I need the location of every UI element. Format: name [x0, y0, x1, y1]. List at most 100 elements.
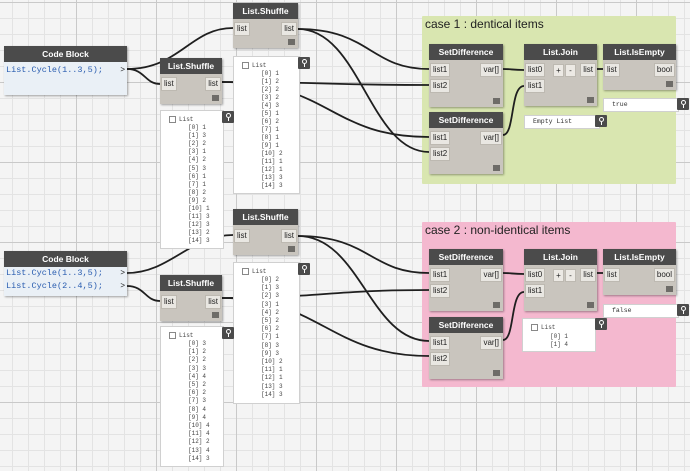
input-port-list2[interactable]: list2	[430, 284, 451, 298]
wire	[297, 235, 430, 342]
watch-item: [0] 1	[261, 70, 280, 77]
lacing-indicator[interactable]	[212, 312, 219, 318]
input-port-list1[interactable]: list1	[430, 336, 451, 350]
wire	[297, 235, 430, 274]
list-shuffle-node[interactable]: List.Shuffle list list	[160, 58, 222, 104]
pin-icon[interactable]	[677, 304, 689, 316]
input-port-list[interactable]: list	[161, 77, 177, 91]
set-difference-node[interactable]: SetDifference list1 list2 var[]	[429, 249, 503, 311]
pin-icon[interactable]	[222, 327, 234, 339]
input-port-list2[interactable]: list2	[430, 352, 451, 366]
output-port[interactable]: >	[120, 281, 125, 290]
input-port-list1[interactable]: list1	[430, 268, 451, 282]
list-isempty-node[interactable]: List.IsEmpty list bool	[603, 249, 676, 295]
input-port-list1[interactable]: list1	[430, 63, 451, 77]
output-port-list[interactable]: list	[580, 63, 596, 77]
output-port-var[interactable]: var[]	[480, 131, 502, 145]
watch-list-join-case2[interactable]: List [0] 1[1] 4	[522, 318, 596, 352]
pin-icon[interactable]	[298, 263, 310, 275]
wire	[297, 28, 430, 70]
node-title: SetDifference	[429, 317, 503, 333]
add-input-button[interactable]: +	[553, 64, 564, 77]
output-port-bool[interactable]: bool	[653, 63, 675, 77]
collapse-box-icon[interactable]	[169, 116, 176, 123]
pin-icon[interactable]	[595, 115, 607, 127]
input-port-list2[interactable]: list2	[430, 147, 451, 161]
lacing-indicator[interactable]	[493, 370, 500, 376]
pin-icon[interactable]	[677, 98, 689, 110]
list-shuffle-node[interactable]: List.Shuffle list list	[233, 209, 298, 255]
code-line[interactable]: List.Cycle(1..3,5);	[6, 65, 103, 75]
watch-item: [9] 1	[261, 142, 280, 149]
lacing-indicator[interactable]	[666, 81, 673, 87]
wire	[126, 285, 161, 302]
node-title: List.IsEmpty	[603, 249, 676, 265]
collapse-box-icon[interactable]	[531, 324, 538, 331]
watch-item: [8] 4	[188, 405, 207, 413]
input-port-list2[interactable]: list2	[430, 79, 451, 93]
lacing-indicator[interactable]	[493, 98, 500, 104]
input-port-list[interactable]: list	[161, 295, 177, 309]
set-difference-node[interactable]: SetDifference list1 list2 var[]	[429, 112, 503, 174]
input-port-list1[interactable]: list1	[525, 284, 546, 298]
list-shuffle-node[interactable]: List.Shuffle list list	[160, 275, 222, 321]
pin-icon[interactable]	[222, 111, 234, 123]
lacing-indicator[interactable]	[212, 95, 219, 101]
collapse-box-icon[interactable]	[242, 268, 249, 275]
code-editor[interactable]: List.Cycle(1..3,5); List.Cycle(2..4,5); …	[4, 267, 127, 296]
lacing-indicator[interactable]	[288, 246, 295, 252]
watch-list-shuffle-bottom-case1[interactable]: List [0] 1[1] 3[2] 2[3] 1[4] 2[5] 3[6] 1…	[160, 110, 224, 249]
lacing-indicator[interactable]	[493, 165, 500, 171]
input-port-list[interactable]: list	[234, 22, 250, 36]
output-port-list[interactable]: list	[205, 295, 221, 309]
lacing-indicator[interactable]	[288, 39, 295, 45]
code-editor[interactable]: List.Cycle(1..3,5); >	[4, 62, 127, 95]
input-port-list[interactable]: list	[604, 63, 620, 77]
output-port-var[interactable]: var[]	[480, 268, 502, 282]
output-port-list[interactable]: list	[580, 268, 596, 282]
collapse-box-icon[interactable]	[169, 332, 176, 339]
input-port-list0[interactable]: list0	[525, 63, 546, 77]
code-line[interactable]: List.Cycle(2..4,5);	[6, 281, 103, 291]
input-port-list0[interactable]: list0	[525, 268, 546, 282]
node-title: List.Join	[524, 249, 597, 265]
code-block-node-2[interactable]: Code Block List.Cycle(1..3,5); List.Cycl…	[4, 251, 127, 296]
input-port-list[interactable]: list	[604, 268, 620, 282]
output-port-list[interactable]: list	[281, 22, 297, 36]
input-port-list1[interactable]: list1	[525, 79, 546, 93]
output-port-bool[interactable]: bool	[653, 268, 675, 282]
output-port[interactable]: >	[120, 268, 125, 277]
list-shuffle-node[interactable]: List.Shuffle list list	[233, 3, 298, 48]
watch-list-shuffle-bottom-case2[interactable]: List [0] 3[1] 2[2] 2[3] 3[4] 4[5] 2[6] 2…	[160, 326, 224, 467]
list-join-node[interactable]: List.Join list0 list1 + - list	[524, 44, 597, 106]
lacing-indicator[interactable]	[587, 97, 594, 103]
node-title: List.Join	[524, 44, 597, 60]
output-port-var[interactable]: var[]	[480, 63, 502, 77]
collapse-box-icon[interactable]	[242, 62, 249, 69]
input-port-list1[interactable]: list1	[430, 131, 451, 145]
output-port-list[interactable]: list	[281, 229, 297, 243]
code-line[interactable]: List.Cycle(1..3,5);	[6, 268, 103, 278]
output-port[interactable]: >	[120, 65, 125, 74]
pin-icon[interactable]	[595, 318, 607, 330]
watch-list-shuffle-top-case1[interactable]: List [0] 1[1] 2[2] 2[3] 2[4] 3[5] 1[6] 2…	[233, 56, 300, 194]
code-block-node-1[interactable]: Code Block List.Cycle(1..3,5); >	[4, 46, 127, 95]
watch-item: [9] 3	[261, 349, 280, 357]
output-port-var[interactable]: var[]	[480, 336, 502, 350]
set-difference-node[interactable]: SetDifference list1 list2 var[]	[429, 317, 503, 379]
pin-icon[interactable]	[298, 57, 310, 69]
remove-input-button[interactable]: -	[565, 269, 576, 282]
watch-list-shuffle-top-case2[interactable]: List [0] 2[1] 3[2] 3[3] 1[4] 2[5] 2[6] 2…	[233, 262, 300, 404]
list-isempty-node[interactable]: List.IsEmpty list bool	[603, 44, 676, 90]
node-title: Code Block	[4, 251, 127, 267]
set-difference-node[interactable]: SetDifference list1 list2 var[]	[429, 44, 503, 107]
list-join-node[interactable]: List.Join list0 list1 + - list	[524, 249, 597, 311]
add-input-button[interactable]: +	[553, 269, 564, 282]
remove-input-button[interactable]: -	[565, 64, 576, 77]
lacing-indicator[interactable]	[666, 286, 673, 292]
watch-item: [4] 2	[188, 156, 207, 164]
output-port-list[interactable]: list	[205, 77, 221, 91]
lacing-indicator[interactable]	[493, 302, 500, 308]
lacing-indicator[interactable]	[587, 302, 594, 308]
input-port-list[interactable]: list	[234, 229, 250, 243]
